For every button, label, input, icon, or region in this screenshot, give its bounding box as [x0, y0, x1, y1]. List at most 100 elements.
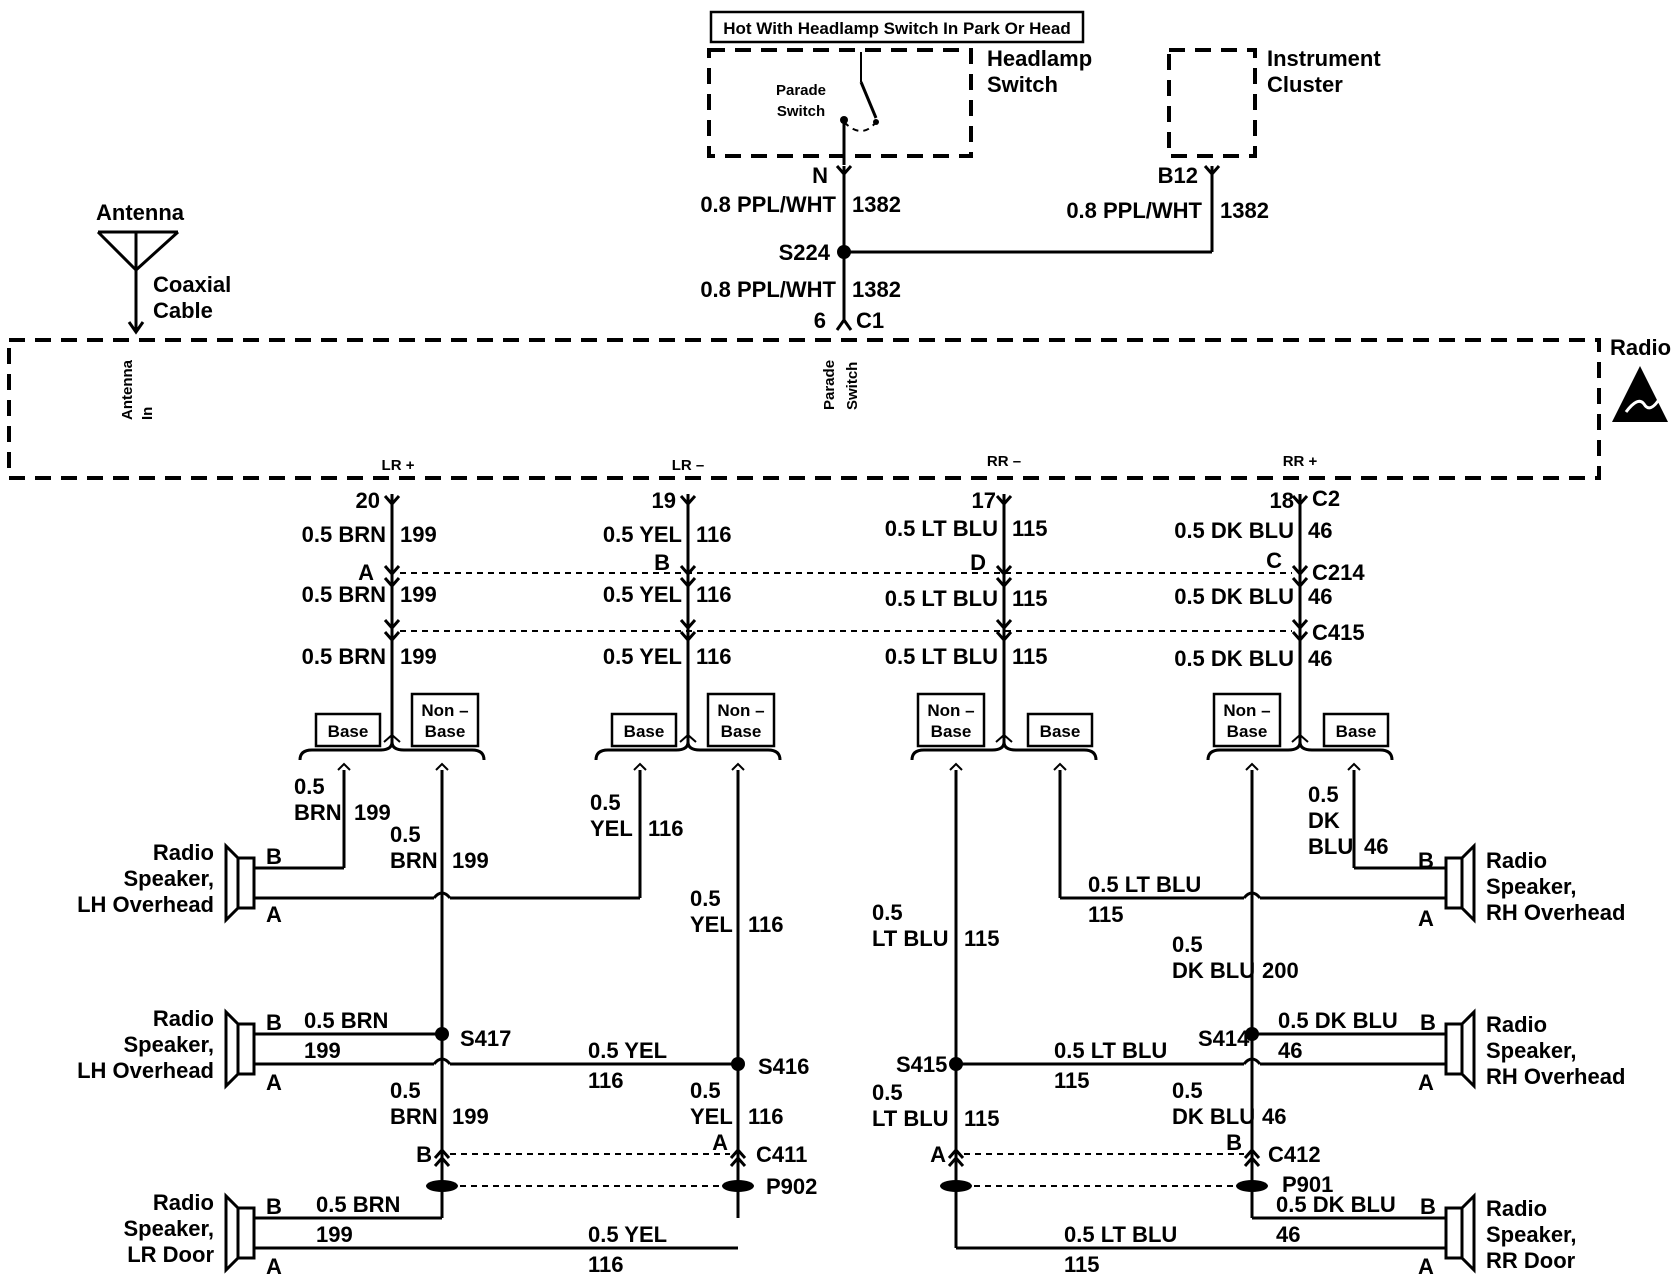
lr-plus-label: LR + [382, 457, 415, 474]
nonbase-label-2: Base [931, 722, 972, 741]
yel-gauge-c: 0.5 [690, 1078, 721, 1103]
rr-minus-circuit-3: 115 [1012, 644, 1048, 669]
instrument-cluster-label-2: Cluster [1267, 72, 1343, 97]
nonbase-label-1: Non – [717, 701, 764, 720]
rr-minus-circuit-1: 115 [1012, 516, 1048, 541]
rr-plus-circuit-2: 46 [1308, 584, 1332, 609]
channel-wires [298, 494, 1394, 761]
lh-overhead-2-label-1: Radio [153, 1006, 214, 1031]
c214-pin-a: A [358, 560, 374, 585]
pin-17: 17 [972, 488, 996, 513]
headlamp-switch-label-2: Switch [987, 72, 1058, 97]
lh2-wire-color-b: 0.5 BRN [304, 1008, 388, 1033]
lr-plus-circuit-1: 199 [400, 522, 437, 547]
brn-gauge-b: 0.5 [390, 822, 421, 847]
hot-note-box [709, 10, 1085, 44]
lr-pin-b: B [266, 1194, 282, 1219]
yel-gauge-b: 0.5 [690, 886, 721, 911]
lr-door-label-3: LR Door [127, 1242, 214, 1267]
radio-label: Radio [1610, 335, 1671, 360]
rh2-circuit-b: 46 [1278, 1038, 1302, 1063]
lr-plus-circuit-3: 199 [400, 644, 437, 669]
splice-s224: S224 [779, 240, 831, 265]
c412-pin-a: A [930, 1142, 946, 1167]
rh2-wire-color-a: 0.5 LT BLU [1054, 1038, 1167, 1063]
headlamp-switch-box [707, 48, 973, 158]
pin-19: 19 [652, 488, 676, 513]
lr-plus-wire-color-2: 0.5 BRN [302, 582, 386, 607]
base-label: Base [1336, 722, 1377, 741]
lh-overhead-1-label-1: Radio [153, 840, 214, 865]
antenna-label: Antenna [96, 200, 185, 225]
lr-minus-circuit-2: 116 [696, 582, 732, 607]
pin-20: 20 [356, 488, 380, 513]
rr-minus-wire-color-3: 0.5 LT BLU [885, 644, 998, 669]
instrument-cluster-box [1167, 48, 1257, 158]
pin-18: 18 [1270, 488, 1294, 513]
splice-s417: S417 [460, 1026, 511, 1051]
connector-c415: C415 [1312, 620, 1365, 645]
speaker-icon [1444, 1008, 1476, 1090]
rr-minus-wire-color-2: 0.5 LT BLU [885, 586, 998, 611]
lh-overhead-1-label-2: Speaker, [123, 866, 214, 891]
speaker-icon [224, 1192, 256, 1274]
rr-circuit-b: 46 [1276, 1222, 1300, 1247]
nonbase-label-2: Base [1227, 722, 1268, 741]
parade-switch-label-2: Switch [777, 103, 825, 120]
rh1-pin-b: B [1418, 848, 1434, 873]
rh-overhead-2-label-3: RH Overhead [1486, 1064, 1625, 1089]
ltblu-gauge-c: 0.5 [872, 1080, 903, 1105]
splice-s415: S415 [896, 1052, 947, 1077]
instrument-cluster-label-1: Instrument [1267, 46, 1381, 71]
connector-c411: C411 [756, 1142, 807, 1167]
rh-overhead-1-label-2: Speaker, [1486, 874, 1577, 899]
rr-plus-circuit-1: 46 [1308, 518, 1332, 543]
power-wires [835, 165, 1221, 331]
rh2-circuit-a: 115 [1054, 1068, 1090, 1093]
c214-pin-c: C [1266, 548, 1282, 573]
rh2-wire-color-b: 0.5 DK BLU [1278, 1008, 1398, 1033]
lr-door-label-1: Radio [153, 1190, 214, 1215]
lh2-circuit-a: 116 [588, 1068, 624, 1093]
ltblu-gauge-a: 0.5 [872, 900, 903, 925]
lh2-pin-a: A [266, 1070, 282, 1095]
brn-circuit-a: 199 [354, 800, 391, 825]
speaker-icon [1444, 842, 1476, 924]
splice-s416: S416 [758, 1054, 809, 1079]
ltblu-circuit-c: 115 [964, 1106, 1000, 1131]
nonbase-option-box [706, 692, 776, 748]
rr-minus-circuit-2: 115 [1012, 586, 1048, 611]
dkblu-circuit-c: 46 [1262, 1104, 1286, 1129]
speaker-icon [1444, 1192, 1476, 1274]
yel-color-c: YEL [690, 1104, 733, 1129]
rh1-circuit-a: 115 [1088, 902, 1124, 927]
antenna-icon [96, 230, 180, 335]
rh-overhead-2-label-2: Speaker, [1486, 1038, 1577, 1063]
rr-door-label-1: Radio [1486, 1196, 1547, 1221]
lr-minus-label: LR – [672, 457, 705, 474]
dkblu-circuit-b: 200 [1262, 958, 1299, 983]
lr-pin-a: A [266, 1254, 282, 1279]
splice-s224-dot [837, 245, 851, 259]
brn-color-c: BRN [390, 1104, 438, 1129]
yel-gauge-a: 0.5 [590, 790, 621, 815]
lr-plus-circuit-2: 199 [400, 582, 437, 607]
yel-color-b: YEL [690, 912, 733, 937]
pin-6: 6 [814, 308, 826, 333]
parade-switch-symbol [840, 52, 879, 165]
power-circuit-1: 1382 [852, 192, 901, 217]
pin-n: N [812, 163, 828, 188]
power-circuit-3: 1382 [852, 277, 901, 302]
lr-plus-wire-color-1: 0.5 BRN [302, 522, 386, 547]
rr-door-label-3: RR Door [1486, 1248, 1576, 1273]
nonbase-option-box [410, 692, 480, 748]
dkblu-circuit-a: 46 [1364, 834, 1388, 859]
rr-door-label-2: Speaker, [1486, 1222, 1577, 1247]
nonbase-label-2: Base [425, 722, 466, 741]
base-option-box [1322, 712, 1390, 748]
lh1-pin-b: B [266, 844, 282, 869]
rh2-pin-a: A [1418, 1070, 1434, 1095]
lh2-pin-b: B [266, 1010, 282, 1035]
rr-plus-circuit-3: 46 [1308, 646, 1332, 671]
nonbase-option-box [1212, 692, 1282, 748]
